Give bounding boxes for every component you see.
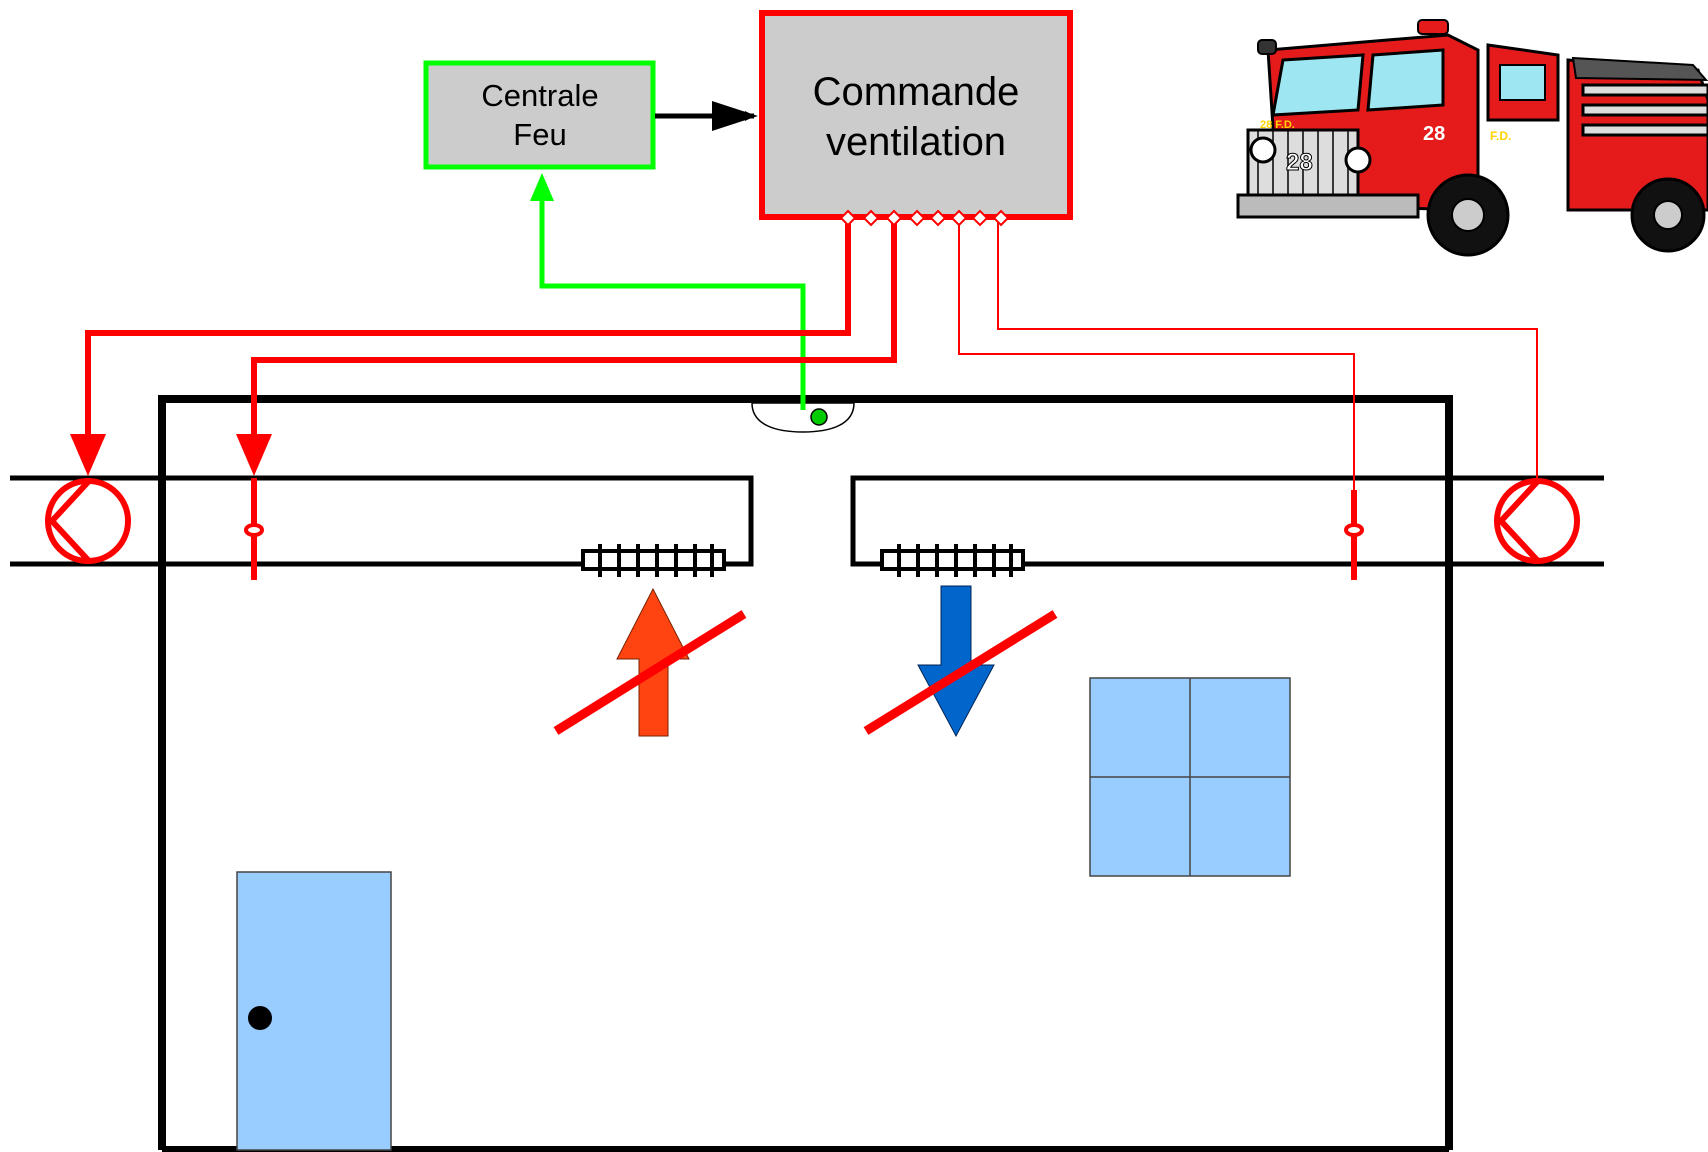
fan-left: [45, 478, 131, 564]
supply-duct: [10, 475, 754, 567]
central-fire-label-line2: Feu: [513, 117, 566, 152]
extract-airflow-arrow: [917, 585, 995, 738]
control-wire-damper-right: [958, 217, 1355, 506]
ventilation-control-label-line1: Commande: [813, 70, 1020, 114]
truck-side-number: 28: [1423, 123, 1445, 145]
control-wire-damper-left: [236, 217, 897, 476]
ventilation-control-box: Commande ventilation: [759, 10, 1073, 220]
window: [1089, 677, 1291, 877]
door: [236, 871, 392, 1151]
truck-badge-left: 28 F.D.: [1260, 119, 1295, 131]
extract-airflow-stop-mark: [863, 610, 1058, 735]
door-knob: [248, 1006, 272, 1030]
supply-airflow-arrow: [616, 587, 690, 737]
truck-badge-right: F.D.: [1490, 129, 1511, 143]
central-fire-label-line1: Centrale: [481, 78, 598, 113]
damper-right: [1344, 490, 1364, 580]
central-fire-box: Centrale Feu: [423, 60, 656, 170]
control-box-terminals: [839, 209, 1010, 227]
fire-truck-illustration: 28 28 28 F.D. F.D.: [1236, 19, 1708, 257]
damper-left: [244, 478, 264, 580]
detector-wire-arrowhead: [530, 173, 554, 201]
control-wire-fan-left: [70, 217, 851, 476]
detector-indicator: [810, 408, 828, 426]
fan-right: [1494, 478, 1580, 564]
extract-duct: [850, 475, 1604, 567]
truck-cab-number: 28: [1286, 149, 1313, 176]
ventilation-control-label-line2: ventilation: [826, 120, 1006, 164]
control-wire-fan-right: [997, 217, 1538, 478]
detector-wire: [539, 195, 806, 410]
supply-airflow-stop-mark: [553, 610, 747, 735]
supply-grille: [581, 544, 726, 577]
smoke-detector: [751, 402, 855, 433]
extract-grille: [880, 544, 1025, 577]
